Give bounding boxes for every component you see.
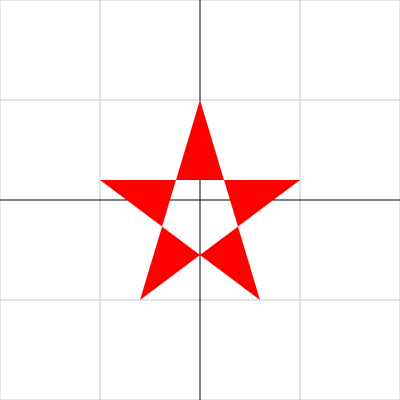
shape-layer [100, 100, 300, 300]
star-shape [100, 100, 300, 300]
